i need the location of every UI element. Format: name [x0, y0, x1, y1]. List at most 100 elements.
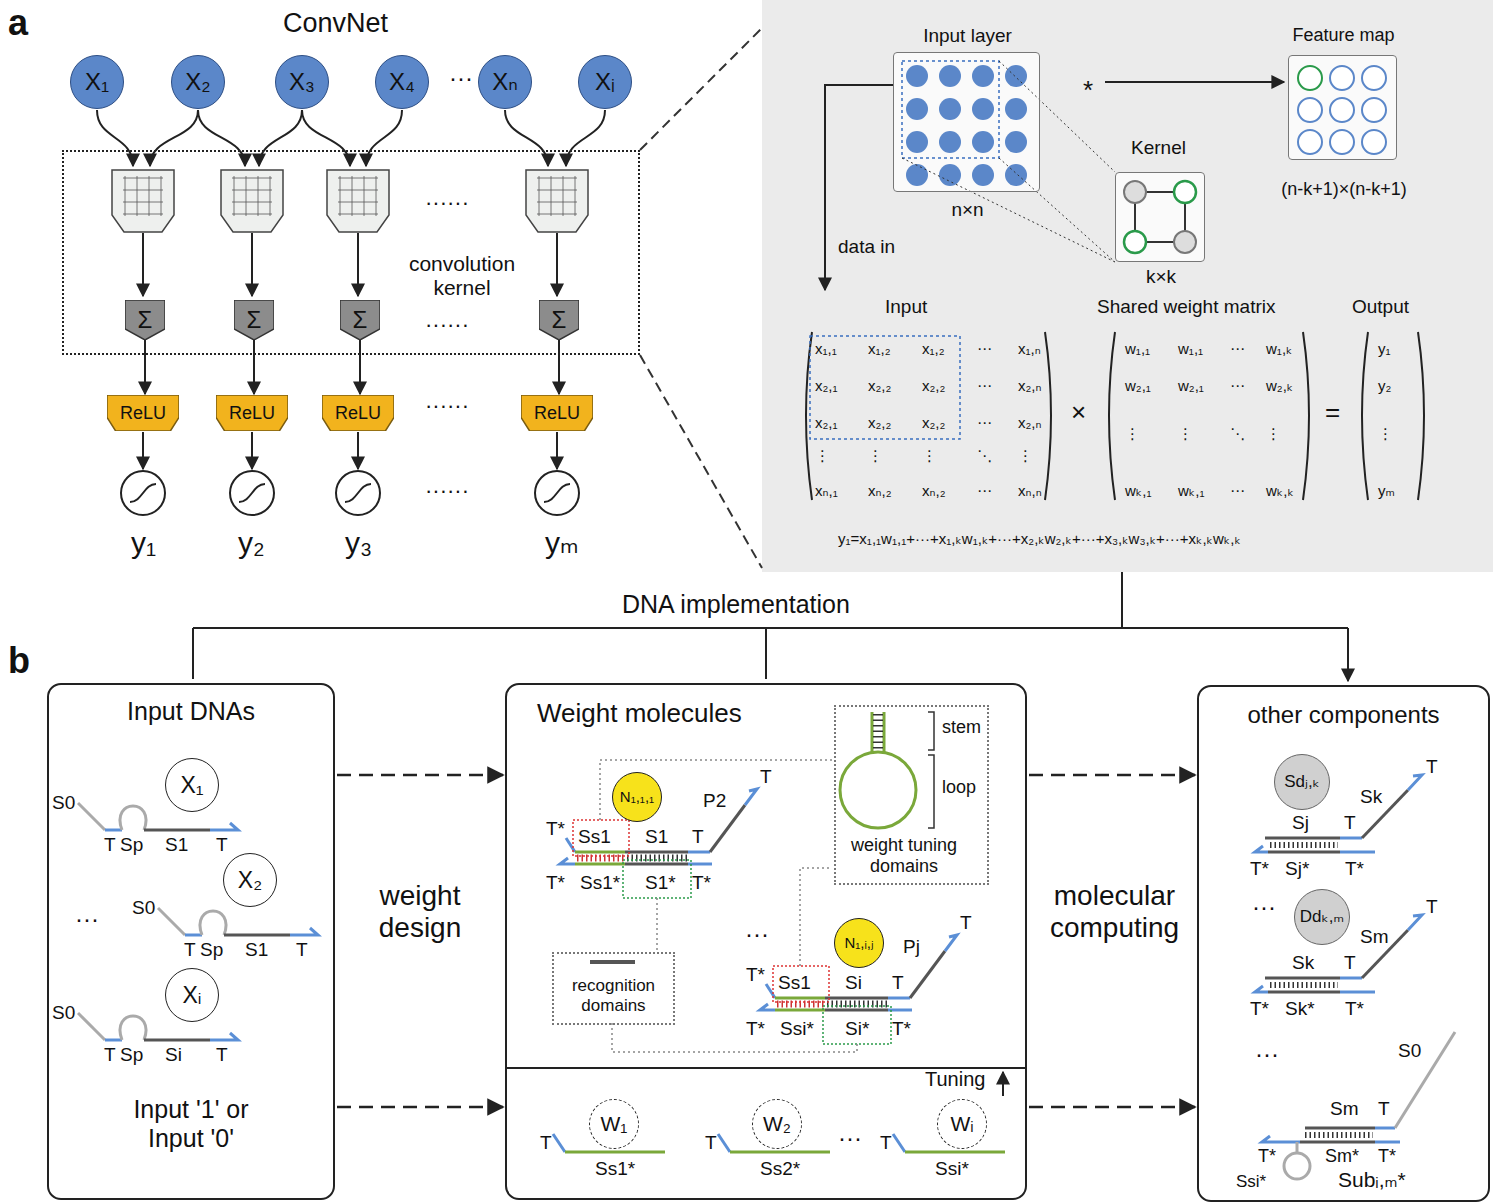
- matrix-cell: ⋯: [977, 482, 992, 499]
- label: S1: [245, 939, 268, 961]
- node-text: loop: [942, 777, 987, 798]
- recognition-box: recognition domains: [552, 952, 675, 1025]
- matrix-cell: wₖ,₁: [1125, 482, 1151, 499]
- stroke: [551, 176, 552, 216]
- label: ···: [449, 64, 473, 92]
- matrix-cell: ⋱: [977, 447, 992, 464]
- node-text: Xₙ: [492, 68, 518, 96]
- matrix-cell: w₁,₁: [1125, 340, 1150, 357]
- stroke: [78, 803, 238, 830]
- strand-node: X₂: [223, 853, 277, 907]
- stroke: [130, 484, 156, 502]
- label: Sm: [1330, 1098, 1359, 1120]
- stroke: [366, 110, 402, 166]
- feature-map: Feature map(n-k+1)×(n-k+1): [1288, 55, 1397, 160]
- node-outline: [539, 300, 579, 340]
- node-text: X₄: [389, 68, 415, 96]
- tuning-node: Wᵢ: [937, 1099, 987, 1149]
- stroke: [1330, 130, 1354, 154]
- connector: [337, 774, 503, 777]
- kernel-shape: [112, 170, 174, 232]
- node-text: other components: [1199, 701, 1488, 729]
- stroke: [246, 176, 247, 216]
- label: S0: [52, 792, 75, 814]
- label: Tuning: [925, 1068, 985, 1091]
- stroke: [234, 176, 235, 216]
- stroke: [556, 233, 558, 296]
- tuning-node: W₁: [589, 1099, 639, 1149]
- matrix-cell: xₙ,₁: [815, 482, 838, 499]
- stroke: [905, 1151, 1005, 1154]
- stroke: [544, 484, 570, 502]
- label: a: [8, 2, 28, 43]
- convnet-strokes: [97, 110, 605, 515]
- matrix-cell: xₙ,₂: [868, 482, 891, 499]
- matrix-cell: wₖ,ₖ: [1266, 482, 1294, 499]
- sigmoid: [121, 471, 165, 515]
- window: [902, 61, 999, 158]
- node-text: ReLU: [335, 403, 381, 424]
- label: S0: [52, 1002, 75, 1024]
- node-text: Wᵢ: [950, 1112, 973, 1136]
- stroke: [270, 176, 271, 216]
- relu-node: ReLU: [107, 395, 179, 431]
- node-text: W₁: [601, 1112, 628, 1136]
- label: ···: [75, 905, 99, 933]
- label: Si*: [845, 1018, 869, 1040]
- label: T*: [546, 872, 565, 894]
- stroke: [1005, 131, 1027, 153]
- stroke: [338, 202, 378, 203]
- label: Sj*: [1285, 858, 1309, 880]
- connector: [337, 1106, 503, 1109]
- label: Sk*: [1285, 998, 1315, 1020]
- stroke: [345, 484, 371, 502]
- weight-node: N₁,₁,₁: [612, 772, 662, 822]
- label: molecular computing: [1032, 880, 1197, 944]
- label: Ss1: [778, 972, 811, 994]
- label: ······: [425, 393, 469, 418]
- stroke: [537, 190, 577, 191]
- label: T: [216, 1044, 228, 1066]
- stroke: [376, 176, 377, 216]
- matrix-cell: ⋮: [868, 447, 883, 464]
- label: T*: [1345, 858, 1364, 880]
- stroke: [1005, 65, 1027, 87]
- kernel-lines: [902, 61, 1115, 262]
- label: T*: [1378, 1146, 1396, 1167]
- tree-arrow: [193, 628, 1348, 681]
- label: ConvNet: [283, 8, 388, 39]
- matrix-cell: xₙ,ₙ: [1018, 482, 1042, 499]
- stroke: [1375, 1141, 1400, 1144]
- matrix-cell: x₂,ₙ: [1018, 414, 1041, 431]
- stem: [872, 712, 884, 752]
- node-outline: [234, 300, 274, 340]
- tuning-node: W₂: [752, 1099, 802, 1149]
- node-text: Weight molecules: [537, 699, 837, 729]
- label: T*: [1250, 998, 1269, 1020]
- label: ······: [425, 478, 469, 503]
- strand-node: Xᵢ: [165, 968, 219, 1022]
- label: T: [1344, 952, 1356, 974]
- stroke: [972, 98, 994, 120]
- matrix-cell: w₂,₁: [1125, 377, 1151, 394]
- node-text: Input '1' or Input '0': [126, 1095, 256, 1153]
- node-text: Ddₖ,ₘ: [1300, 907, 1344, 927]
- stroke: [537, 202, 577, 203]
- node-text: X₂: [238, 867, 262, 893]
- node-text: Σ: [552, 306, 567, 334]
- label: ···: [745, 920, 769, 948]
- label: T*: [746, 964, 765, 986]
- node-text: n×n: [894, 199, 1041, 221]
- matrix-cell: w₁,₁: [1178, 340, 1203, 357]
- label: S0: [1398, 1040, 1421, 1062]
- matrix-cell: x₂,₁: [815, 377, 838, 394]
- node-text: Feature map: [1269, 25, 1418, 46]
- label: T: [692, 826, 704, 848]
- input-layer: Input layern×n: [893, 52, 1040, 192]
- matrix-cell: ⋯: [1230, 377, 1245, 394]
- conv-arrow: [1105, 81, 1284, 83]
- stroke: [718, 1134, 730, 1152]
- matrix-cell: ⋯: [1230, 482, 1245, 499]
- stroke: [575, 176, 576, 216]
